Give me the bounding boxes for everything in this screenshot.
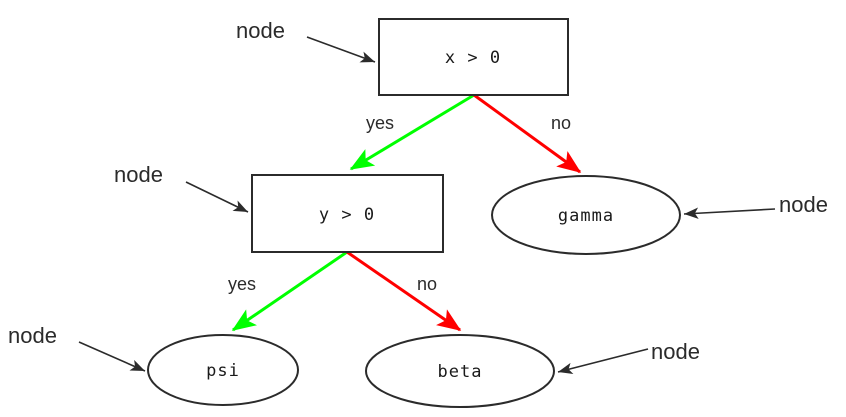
- node-root[interactable]: x > 0: [378, 18, 569, 96]
- annotation-root-leader: [306, 36, 376, 63]
- node-beta-ellipse[interactable]: [365, 334, 555, 408]
- edge-root-yes-line: [349, 93, 475, 171]
- edge-label-inner-no: no: [417, 274, 437, 294]
- annotation-psi-label: node: [8, 323, 57, 348]
- node-psi-ellipse[interactable]: [147, 334, 299, 406]
- annotation-gamma-leader: [683, 207, 776, 219]
- node-psi[interactable]: psi: [147, 334, 299, 406]
- annotation-psi: node: [8, 323, 146, 372]
- annotation-beta-label: node: [651, 339, 700, 364]
- edge-inner-yes: yes: [228, 250, 348, 332]
- node-inner[interactable]: y > 0: [251, 174, 444, 253]
- node-gamma-label: gamma: [558, 206, 614, 226]
- annotation-gamma: node: [683, 192, 828, 219]
- node-inner-box[interactable]: [251, 174, 444, 253]
- edge-label-root-yes: yes: [366, 113, 394, 133]
- node-gamma[interactable]: gamma: [491, 175, 681, 255]
- node-beta[interactable]: beta: [365, 334, 555, 408]
- annotation-inner: node: [114, 162, 249, 213]
- annotation-gamma-label: node: [779, 192, 828, 217]
- edge-label-inner-yes: yes: [228, 274, 256, 294]
- annotation-root: node: [236, 18, 376, 63]
- edge-inner-no: no: [346, 250, 462, 332]
- node-gamma-ellipse[interactable]: [491, 175, 681, 255]
- annotation-beta-leader: [557, 348, 649, 375]
- node-root-label: x > 0: [445, 48, 501, 68]
- annotation-psi-leader: [78, 341, 146, 372]
- node-beta-label: beta: [438, 362, 483, 382]
- node-root-box[interactable]: [378, 18, 569, 96]
- annotation-beta: node: [557, 339, 700, 375]
- node-psi-label: psi: [206, 361, 240, 381]
- edge-inner-yes-line: [231, 250, 348, 332]
- edge-root-no: no: [473, 93, 582, 174]
- edge-inner-no-line: [346, 250, 462, 332]
- annotation-inner-label: node: [114, 162, 163, 187]
- annotation-root-label: node: [236, 18, 285, 43]
- edge-root-no-line: [473, 93, 582, 174]
- edge-label-root-no: no: [551, 113, 571, 133]
- edge-root-yes: yes: [349, 93, 475, 171]
- node-inner-label: y > 0: [319, 205, 375, 225]
- annotation-inner-leader: [185, 181, 249, 213]
